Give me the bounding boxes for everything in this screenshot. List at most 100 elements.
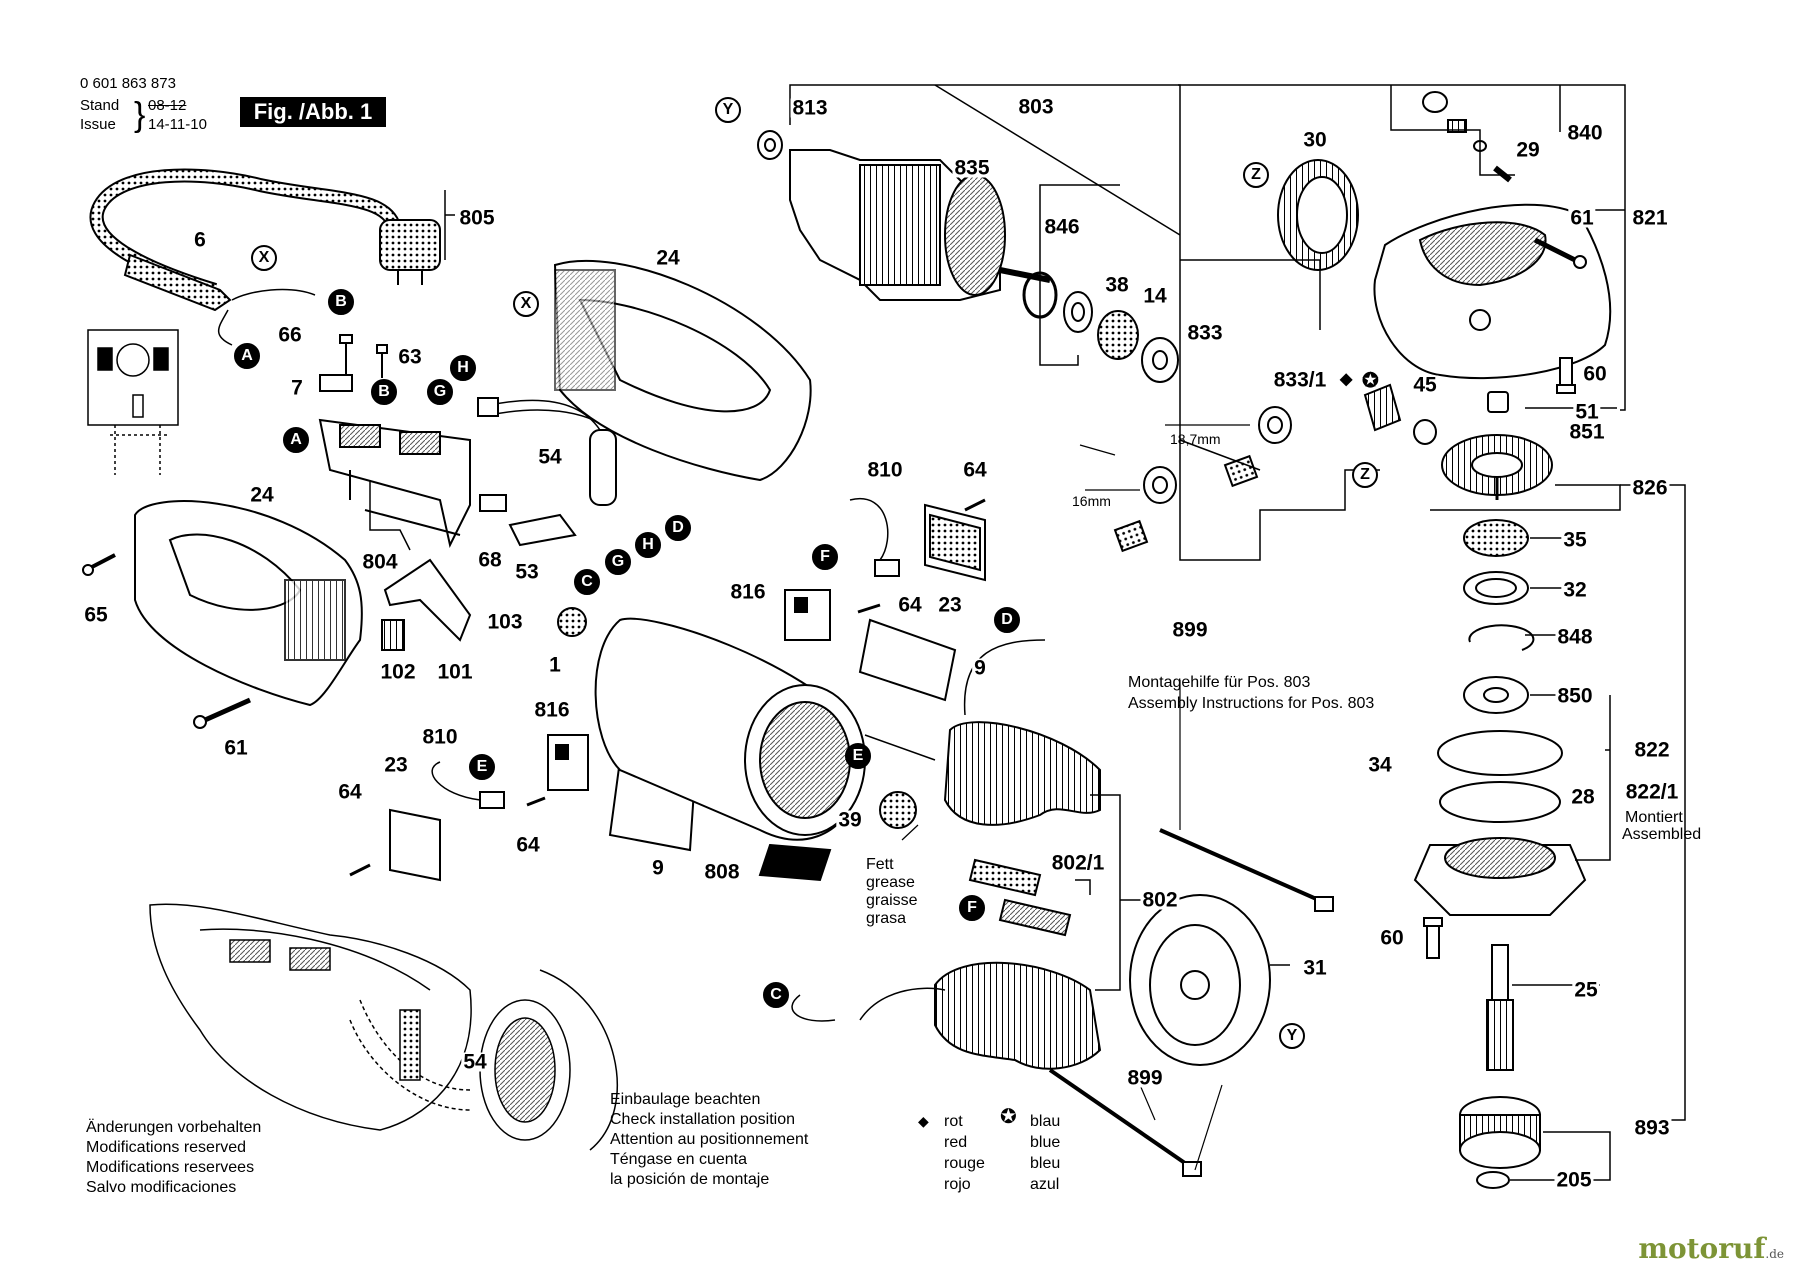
part-label-7: 7 <box>289 376 305 400</box>
stand-label: Stand <box>80 97 120 114</box>
part-label-64d: 64 <box>514 833 542 857</box>
screw-64-c <box>349 863 371 877</box>
part-label-840: 840 <box>1565 121 1605 145</box>
install-note-en: Check installation position <box>610 1111 795 1128</box>
part-label-39: 39 <box>836 808 864 832</box>
field-coil-upper <box>943 721 1101 826</box>
grease-es: grasa <box>866 910 907 927</box>
part-label-6: 6 <box>192 228 208 252</box>
bearing-insert-a <box>1223 454 1259 488</box>
rating-plate-808 <box>758 843 832 882</box>
issue-label: Issue <box>80 116 116 133</box>
part-label-802-1: 802/1 <box>1049 851 1107 875</box>
part-label-803: 803 <box>1016 95 1056 119</box>
part-label-23a: 23 <box>936 593 964 617</box>
assembled-note: Assembled <box>1622 826 1702 843</box>
assembly-note-en: Assembly Instructions for Pos. 803 <box>1128 695 1375 712</box>
switch-assembly <box>318 418 471 548</box>
callout-c1: C <box>574 569 600 595</box>
pin-840 <box>1493 165 1512 183</box>
part-label-60a: 60 <box>1581 362 1609 386</box>
modifications-de: Änderungen vorbehalten <box>86 1119 262 1136</box>
screw-66 <box>339 334 353 375</box>
handle-half-upper <box>553 260 812 482</box>
bearing-833-1 <box>1258 406 1292 444</box>
dimension-16mm: 16mm <box>1072 493 1111 509</box>
legend-red-es: rojo <box>944 1176 971 1193</box>
part-label-34: 34 <box>1366 753 1394 777</box>
field-coil-lower <box>934 961 1102 1070</box>
part-label-66: 66 <box>276 323 304 347</box>
part-label-9a: 9 <box>972 656 988 680</box>
part-label-51: 51 <box>1573 400 1601 424</box>
modifications-es: Salvo modificaciones <box>86 1179 237 1196</box>
part-label-810b: 810 <box>420 725 460 749</box>
circlip-848 <box>1468 624 1535 651</box>
part-label-816a: 816 <box>728 580 768 604</box>
part-label-850: 850 <box>1555 684 1595 708</box>
part-number: 0 601 863 873 <box>80 75 176 92</box>
callout-y2: Y <box>1279 1023 1305 1049</box>
motor-housing <box>594 617 866 841</box>
callout-f1: F <box>812 544 838 570</box>
watermark-brand: motoruf <box>1638 1232 1766 1265</box>
part-label-804: 804 <box>360 550 400 574</box>
red-diamond-icon: ◆ <box>918 1113 929 1129</box>
install-note-es1: Téngase en cuenta <box>610 1151 747 1168</box>
grease-de: Fett <box>866 856 894 873</box>
o-ring-28 <box>1439 781 1561 823</box>
callout-a1: A <box>234 343 260 369</box>
brush-cover-upper <box>924 503 986 582</box>
part-label-54b: 54 <box>461 1050 489 1074</box>
bearing-grease-39 <box>879 791 917 829</box>
legend-blue-es: azul <box>1030 1176 1060 1193</box>
legend-blue-fr: bleu <box>1030 1155 1061 1172</box>
callout-g1: G <box>427 379 453 405</box>
part-label-60b: 60 <box>1378 926 1406 950</box>
callout-d1: D <box>665 515 691 541</box>
part-label-53: 53 <box>513 560 541 584</box>
screw-60-right <box>1556 357 1576 394</box>
legend-blue-en: blue <box>1030 1134 1061 1151</box>
part-label-851: 851 <box>1567 420 1607 444</box>
part-label-29: 29 <box>1514 138 1542 162</box>
part-label-45: 45 <box>1411 373 1439 397</box>
callout-x1: X <box>251 245 277 271</box>
part-label-805: 805 <box>457 206 497 230</box>
part-label-61a: 61 <box>222 736 250 760</box>
watermark-suffix: .de <box>1765 1247 1784 1261</box>
bearing-850 <box>1463 676 1529 714</box>
part-label-68: 68 <box>476 548 504 572</box>
legend-blue-de: blau <box>1030 1113 1061 1130</box>
callout-g2: G <box>605 549 631 575</box>
legend-red-de: rot <box>944 1113 963 1130</box>
modifications-en: Modifications reserved <box>86 1139 247 1156</box>
bearing-35 <box>1463 519 1529 557</box>
part-label-822-1: 822/1 <box>1623 780 1681 804</box>
screw-65 <box>82 553 116 576</box>
part-label-813: 813 <box>790 96 830 120</box>
screw-61-right <box>1533 237 1587 269</box>
callout-e2: E <box>845 743 871 769</box>
callout-x2: X <box>513 291 539 317</box>
carbon-brush-upper <box>849 497 900 577</box>
screw-64-a <box>964 498 986 512</box>
header-brace: } <box>134 96 146 134</box>
callout-e1: E <box>469 754 495 780</box>
install-note-de: Einbaulage beachten <box>610 1091 761 1108</box>
brush-cover-lower <box>389 808 441 882</box>
part-label-816b: 816 <box>532 698 572 722</box>
bearing-flange-822 <box>1413 837 1587 916</box>
nut-45 <box>1413 419 1437 445</box>
issue-value: 14-11-10 <box>148 116 207 133</box>
part-label-833-1: 833/1 <box>1271 368 1329 392</box>
suppressor-capacitor <box>477 397 617 506</box>
part-label-32: 32 <box>1561 578 1589 602</box>
clamping-nut-893 <box>1459 1096 1541 1169</box>
terminal-block-68 <box>479 494 507 512</box>
part-label-899b: 899 <box>1125 1066 1165 1090</box>
callout-f2: F <box>959 895 985 921</box>
crown-gear-30 <box>1277 159 1359 271</box>
part-label-64a: 64 <box>961 458 989 482</box>
red-diamond-833-1: ◆ <box>1340 371 1353 388</box>
